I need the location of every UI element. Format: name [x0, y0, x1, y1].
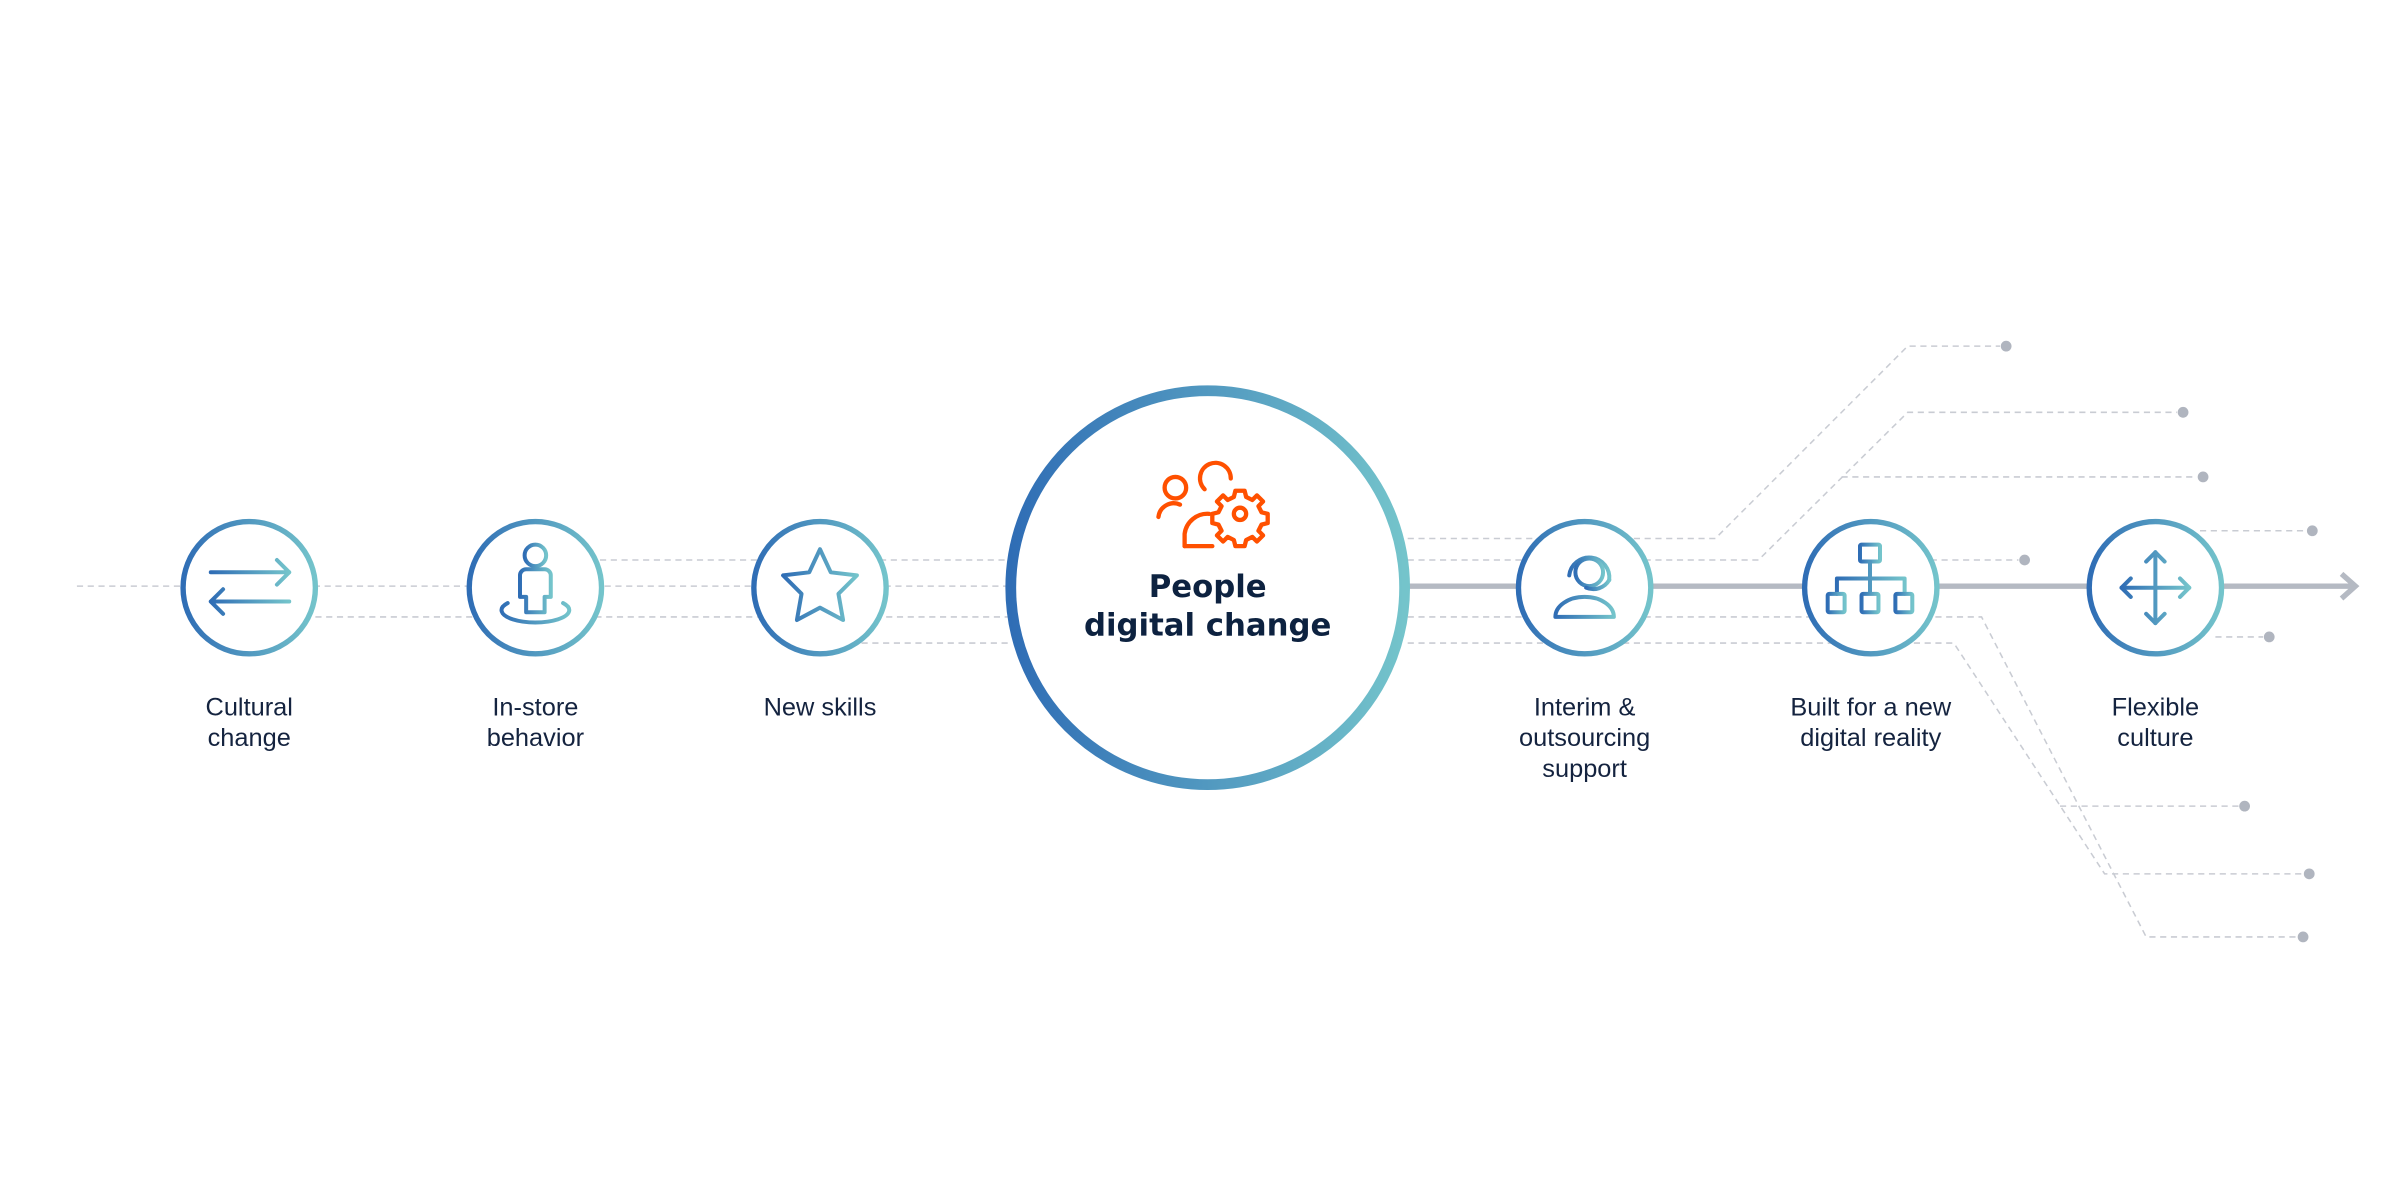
step-label-line: behavior: [487, 724, 585, 752]
step-in-store-behavior: In-store behavior: [466, 518, 605, 752]
endpoint-dot: [2297, 931, 2309, 943]
step-cultural-change: Cultural change: [180, 518, 319, 752]
center-title-line2: digital change: [1084, 607, 1331, 643]
step-label-line: support: [1542, 755, 1627, 783]
endpoint-dot: [2239, 800, 2250, 812]
step-label-line: digital reality: [1800, 724, 1941, 752]
org-chart-icon: [1825, 542, 1915, 615]
endpoint-dot: [2303, 868, 2315, 880]
move-arrows-icon: [2119, 550, 2192, 626]
center-title-line1: People: [1149, 569, 1267, 605]
arrowhead-icon: [2339, 571, 2360, 601]
step-label-line: Flexible: [2112, 693, 2199, 721]
person-on-spot-icon: [499, 542, 572, 625]
step-label-line: Cultural: [206, 693, 293, 721]
step-new-skills: New skills: [751, 518, 889, 721]
endpoint-dot: [2263, 631, 2275, 643]
step-label-line: In-store: [492, 693, 578, 721]
step-label-line: Interim &: [1534, 693, 1636, 721]
center-node: People digital change: [1005, 385, 1411, 790]
endpoint-dot: [2019, 554, 2030, 566]
endpoint-dot: [2306, 525, 2318, 537]
step-label-line: change: [208, 724, 291, 752]
step-label-line: New skills: [764, 693, 877, 721]
people-gear-icon: [1156, 460, 1270, 549]
step-label-line: Built for a new: [1790, 693, 1951, 721]
endpoint-dot: [2177, 406, 2189, 418]
step-interim-outsourcing-support: Interim & outsourcing support: [1515, 518, 1654, 783]
star-icon: [781, 547, 859, 622]
step-label-line: culture: [2117, 724, 2193, 752]
swap-arrows-icon: [208, 558, 292, 616]
step-built-for-new-digital-reality: Built for a new digital reality: [1790, 518, 1952, 752]
step-label-line: outsourcing: [1519, 724, 1650, 752]
endpoint-dot: [2000, 340, 2012, 352]
step-flexible-culture: Flexible culture: [2086, 518, 2225, 752]
headset-agent-icon: [1553, 555, 1616, 619]
endpoint-dot: [2197, 471, 2209, 483]
